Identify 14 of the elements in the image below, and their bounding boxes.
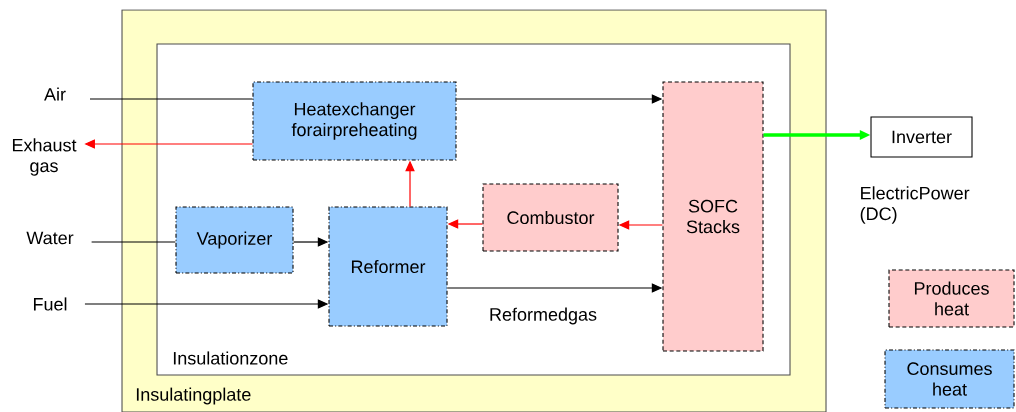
legend-box: Consumes heat <box>884 349 1015 409</box>
heat-exchanger-box: Heatexchanger forairpreheating <box>252 81 457 161</box>
output-label: Exhaust gas <box>12 138 77 176</box>
input-label: Air <box>44 87 66 101</box>
vaporizer-box: Vaporizer <box>175 206 294 274</box>
flow-label: ElectricPower (DC) <box>860 186 970 224</box>
legend-box: Produces heat <box>888 269 1015 328</box>
fuel-cell-stack-box: SOFC Stacks <box>662 81 764 352</box>
reformer-box: Reformer <box>328 206 448 327</box>
input-label: Fuel <box>34 297 67 311</box>
input-label: Water <box>26 231 74 245</box>
inverter-box: Inverter <box>870 116 973 158</box>
flow-label: Reformedgas <box>490 307 597 325</box>
combustor-box: Combustor <box>482 183 619 252</box>
